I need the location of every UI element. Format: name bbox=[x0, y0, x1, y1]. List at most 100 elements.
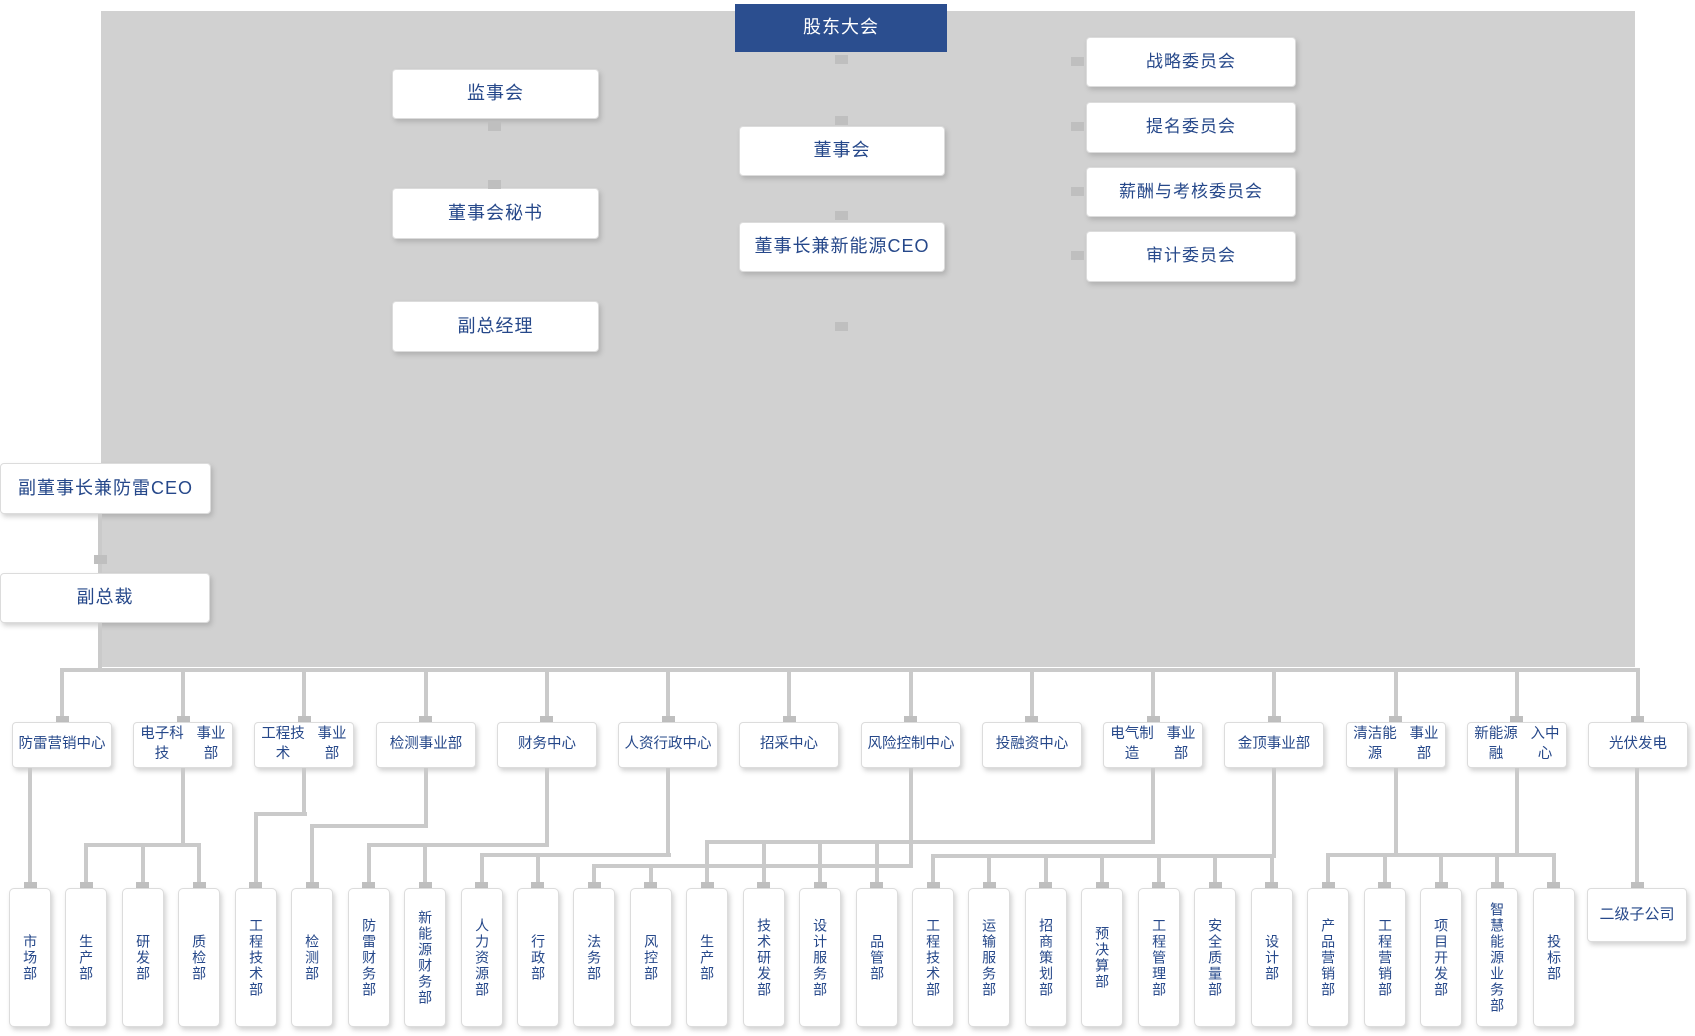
connector-line bbox=[181, 768, 185, 847]
connector-line bbox=[254, 812, 307, 816]
org-node-sub-department: 设计服务部 bbox=[799, 888, 841, 1027]
connector-square bbox=[531, 882, 544, 891]
connector-square bbox=[306, 882, 319, 891]
org-node-sub-department: 项目开发部 bbox=[1420, 888, 1462, 1027]
connector-square bbox=[904, 716, 917, 725]
department-label-line: 检测事业部 bbox=[389, 736, 463, 753]
node-chairman-new-energy-ceo: 董事长兼新能源CEO bbox=[739, 222, 945, 272]
department-label-line: 电子科技 bbox=[140, 726, 184, 762]
connector-line bbox=[931, 854, 935, 888]
connector-line bbox=[705, 840, 1155, 844]
connector-square bbox=[298, 716, 311, 725]
connector-line bbox=[1636, 672, 1640, 722]
department-label-line: 事业部 bbox=[317, 726, 347, 762]
node-nomination-committee: 提名委员会 bbox=[1086, 102, 1296, 153]
connector-square bbox=[1378, 882, 1391, 891]
connector-square bbox=[177, 716, 190, 725]
connector-square bbox=[1435, 882, 1448, 891]
department-label-line: 防雷营销 bbox=[18, 736, 77, 753]
connector-square bbox=[835, 211, 848, 220]
org-node-sub-department: 设计部 bbox=[1251, 888, 1293, 1027]
connector-square bbox=[1152, 882, 1165, 891]
connector-square bbox=[1209, 882, 1222, 891]
connector-line bbox=[424, 672, 428, 722]
connector-line bbox=[592, 864, 912, 868]
connector-line bbox=[302, 672, 306, 722]
connector-square bbox=[1631, 716, 1644, 725]
connector-line bbox=[480, 853, 671, 857]
connector-square bbox=[1096, 882, 1109, 891]
node-shareholders-meeting: 股东大会 bbox=[735, 4, 947, 52]
department-label-line: 电气制造 bbox=[1110, 726, 1154, 762]
department-label-line: 中心 bbox=[76, 736, 106, 753]
connector-square bbox=[488, 180, 501, 189]
department-label-line: 投融资中心 bbox=[995, 736, 1069, 753]
connector-line bbox=[1383, 853, 1387, 888]
org-node-sub-department: 法务部 bbox=[573, 888, 615, 1027]
connector-square bbox=[136, 882, 149, 891]
connector-line bbox=[1326, 853, 1330, 888]
org-node-department: 清洁能源事业部 bbox=[1346, 722, 1446, 768]
org-node-subsidiary: 二级子公司 bbox=[1587, 888, 1687, 942]
department-label-line: 事业部 bbox=[1409, 726, 1439, 762]
connector-line bbox=[310, 824, 314, 888]
connector-line bbox=[367, 843, 549, 847]
org-node-department: 人资行政中心 bbox=[618, 722, 718, 768]
connector-line bbox=[1270, 854, 1274, 888]
node-strategy-committee: 战略委员会 bbox=[1086, 37, 1296, 87]
connector-line bbox=[536, 853, 540, 888]
connector-line bbox=[1515, 672, 1519, 722]
connector-square bbox=[249, 882, 262, 891]
connector-square bbox=[662, 716, 675, 725]
org-node-sub-department: 防雷财务部 bbox=[348, 888, 390, 1027]
connector-square bbox=[835, 55, 848, 64]
org-node-department: 财务中心 bbox=[497, 722, 597, 768]
org-node-department: 投融资中心 bbox=[982, 722, 1082, 768]
connector-square bbox=[193, 882, 206, 891]
connector-square bbox=[835, 322, 848, 331]
node-vice-president: 副总裁 bbox=[0, 573, 210, 623]
connector-line bbox=[1635, 768, 1639, 888]
connector-square bbox=[1071, 57, 1084, 66]
connector-line bbox=[1495, 853, 1499, 888]
node-board-of-directors: 董事会 bbox=[739, 126, 945, 176]
org-node-sub-department: 智慧能源业务部 bbox=[1476, 888, 1518, 1027]
connector-line bbox=[310, 824, 427, 828]
department-label-line: 新能源融 bbox=[1474, 726, 1518, 762]
org-node-department: 电子科技事业部 bbox=[133, 722, 233, 768]
connector-square bbox=[475, 882, 488, 891]
department-label-line: 中心 bbox=[682, 736, 712, 753]
connector-square bbox=[1071, 187, 1084, 196]
node-vice-chairman-lightning-ceo: 副董事长兼防雷CEO bbox=[0, 463, 211, 514]
connector-square bbox=[24, 882, 37, 891]
connector-line bbox=[98, 623, 102, 670]
connector-square bbox=[1265, 882, 1278, 891]
connector-line bbox=[875, 840, 879, 888]
org-node-sub-department: 生产部 bbox=[65, 888, 107, 1027]
connector-line bbox=[1394, 672, 1398, 722]
connector-line bbox=[545, 768, 549, 847]
connector-square bbox=[1510, 716, 1523, 725]
org-node-sub-department: 人力资源部 bbox=[461, 888, 503, 1027]
org-node-sub-department: 安全质量部 bbox=[1194, 888, 1236, 1027]
org-node-sub-department: 产品营销部 bbox=[1307, 888, 1349, 1027]
connector-line bbox=[1272, 672, 1276, 722]
connector-square bbox=[80, 882, 93, 891]
connector-line bbox=[1151, 768, 1155, 844]
connector-square bbox=[814, 882, 827, 891]
org-node-sub-department: 市场部 bbox=[9, 888, 51, 1027]
connector-line bbox=[254, 812, 258, 888]
org-node-department: 工程技术事业部 bbox=[254, 722, 354, 768]
node-audit-committee: 审计委员会 bbox=[1086, 231, 1296, 282]
org-node-department: 检测事业部 bbox=[376, 722, 476, 768]
connector-line bbox=[1394, 768, 1398, 857]
connector-line bbox=[666, 672, 670, 722]
connector-line bbox=[1272, 768, 1276, 858]
connector-line bbox=[1044, 854, 1048, 888]
chart-background-panel bbox=[101, 11, 1635, 667]
connector-square bbox=[488, 122, 501, 131]
department-label-line: 金顶事业部 bbox=[1237, 736, 1311, 753]
connector-line bbox=[1030, 672, 1034, 722]
connector-square bbox=[1389, 716, 1402, 725]
